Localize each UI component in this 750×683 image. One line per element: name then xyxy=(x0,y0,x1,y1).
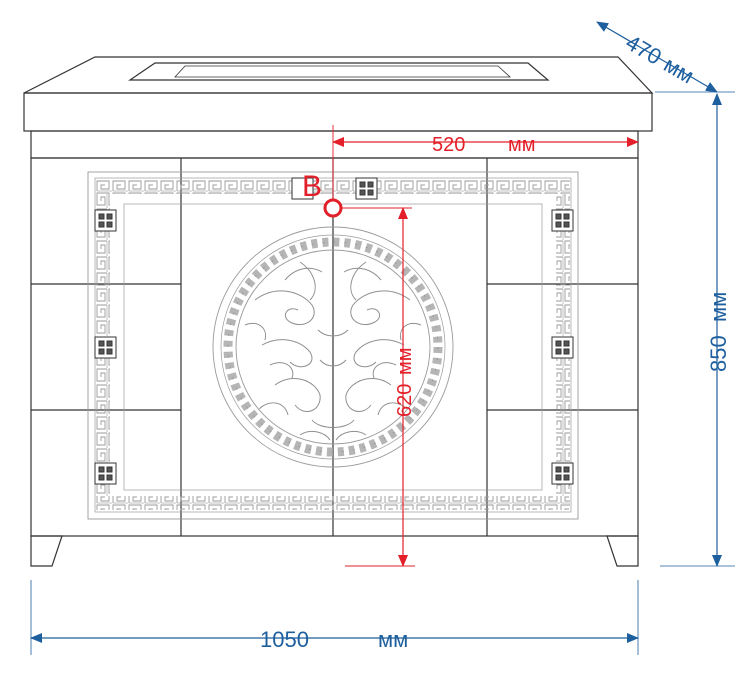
marker-label: B xyxy=(302,170,322,203)
left-leg xyxy=(30,535,63,567)
drain-height-label: 620 мм xyxy=(394,348,416,418)
basin-inner xyxy=(174,65,512,78)
depth-unit: мм xyxy=(660,52,699,89)
handle-left-3 xyxy=(94,462,117,485)
handle-left-2 xyxy=(94,336,117,359)
handle-center-left xyxy=(291,177,314,200)
sink-countertop xyxy=(23,56,654,132)
right-leg xyxy=(606,535,639,567)
drain-point-marker xyxy=(323,198,343,218)
countertop-front-face xyxy=(23,92,653,132)
width-unit: мм xyxy=(378,627,408,652)
handle-right-1 xyxy=(551,209,574,232)
ornament-band-bottom xyxy=(96,496,570,510)
cabinet-frame xyxy=(30,157,639,537)
handle-right-2 xyxy=(551,336,574,359)
drain-offset-value: 520 xyxy=(432,134,465,156)
red-dimensions xyxy=(323,125,639,567)
height-label: 850 мм xyxy=(706,292,731,372)
handle-left-1 xyxy=(94,209,117,232)
height-value: 850 xyxy=(706,335,731,372)
depth-value: 470 xyxy=(622,30,666,70)
handles xyxy=(94,177,574,485)
height-unit: мм xyxy=(706,292,731,322)
basin-outer xyxy=(128,62,550,81)
width-value: 1050 xyxy=(260,627,309,652)
drain-height-unit: мм xyxy=(394,348,416,376)
handle-right-3 xyxy=(551,462,574,485)
blue-dimensions xyxy=(30,21,735,655)
handle-center xyxy=(355,177,378,200)
top-rail xyxy=(30,130,639,159)
drain-offset-unit: мм xyxy=(508,134,536,156)
drain-height-value: 620 xyxy=(394,384,416,417)
depth-dimension-line xyxy=(596,21,718,93)
